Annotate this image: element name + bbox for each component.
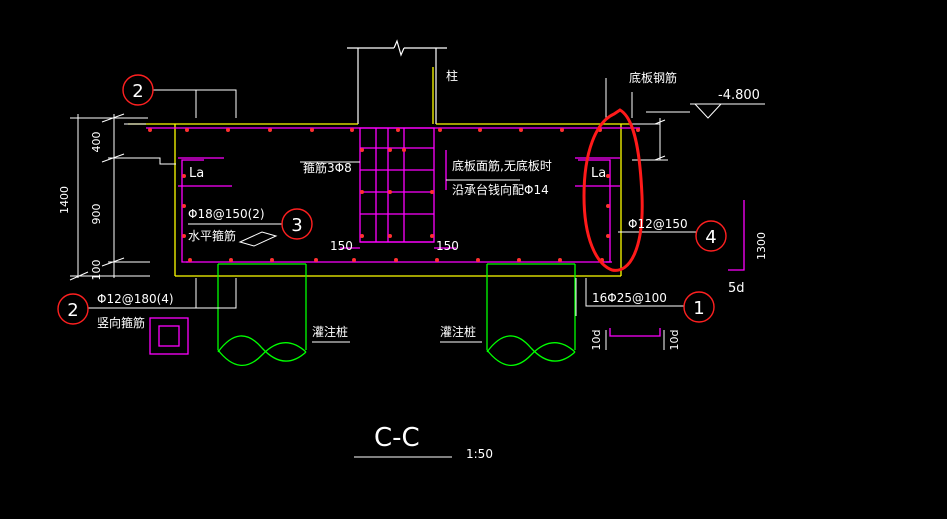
- la-left-label: La: [189, 166, 204, 181]
- bottom-main-rebar-label: 16Φ25@100: [592, 291, 667, 305]
- pile-cap-outline: [128, 67, 632, 277]
- dim-1300-label: 1300: [755, 232, 768, 260]
- bottom-note-line1: 底板面筋,无底板时: [452, 158, 552, 173]
- bottom-note-line2: 沿承台钱向配Φ14: [452, 182, 549, 197]
- callout-3: [281, 208, 313, 240]
- callout-1-label: 1: [693, 298, 704, 319]
- markup-ellipse: [582, 108, 644, 272]
- callout-2-top-label: 2: [132, 81, 143, 102]
- dim-5d-label: 5d: [728, 281, 745, 296]
- callout-circles: [57, 74, 727, 325]
- dim-400-label: 400: [90, 132, 103, 153]
- stirrup-label: 箍筋3Φ8: [303, 160, 352, 175]
- scale-label: 1:50: [466, 447, 493, 461]
- rebar-right-spec: Φ12@150: [628, 217, 688, 231]
- dim-150-left: 150: [330, 239, 353, 253]
- dim-10d-left-label: 10d: [590, 330, 603, 351]
- vertical-rebar-label: 竖向箍筋: [97, 315, 145, 330]
- dim-1400-label: 1400: [58, 186, 71, 214]
- pile-left-label: 灌注桩: [312, 324, 348, 339]
- callout-2-bottom: [57, 293, 89, 325]
- column: [347, 39, 447, 124]
- pile-right-label: 灌注桩: [440, 324, 476, 339]
- section-title: C-C: [374, 423, 420, 453]
- rebar-cage: [146, 127, 745, 355]
- dimension-lines: [69, 78, 765, 458]
- piles: [217, 263, 576, 366]
- elevation-label: -4.800: [718, 88, 760, 103]
- column-label: 柱: [446, 68, 458, 83]
- horizontal-rebar-label: 水平箍筋: [188, 228, 236, 243]
- la-right-label: La: [591, 166, 606, 181]
- callout-3-label: 3: [291, 215, 302, 236]
- callout-2-bottom-label: 2: [67, 300, 78, 321]
- horizontal-rebar-spec: Φ18@150(2): [188, 207, 265, 221]
- dim-100-label: 100: [90, 260, 103, 281]
- dim-150-right: 150: [436, 239, 459, 253]
- vertical-rebar-spec: Φ12@180(4): [97, 292, 174, 306]
- callout-4: [695, 220, 727, 252]
- callout-1: [683, 291, 715, 323]
- dim-10d-right-label: 10d: [668, 330, 681, 351]
- callout-2-top: [122, 74, 154, 106]
- bottom-slab-rebar-label: 底板钢筋: [629, 70, 677, 85]
- callout-4-label: 4: [705, 227, 716, 248]
- dim-900-label: 900: [90, 204, 103, 225]
